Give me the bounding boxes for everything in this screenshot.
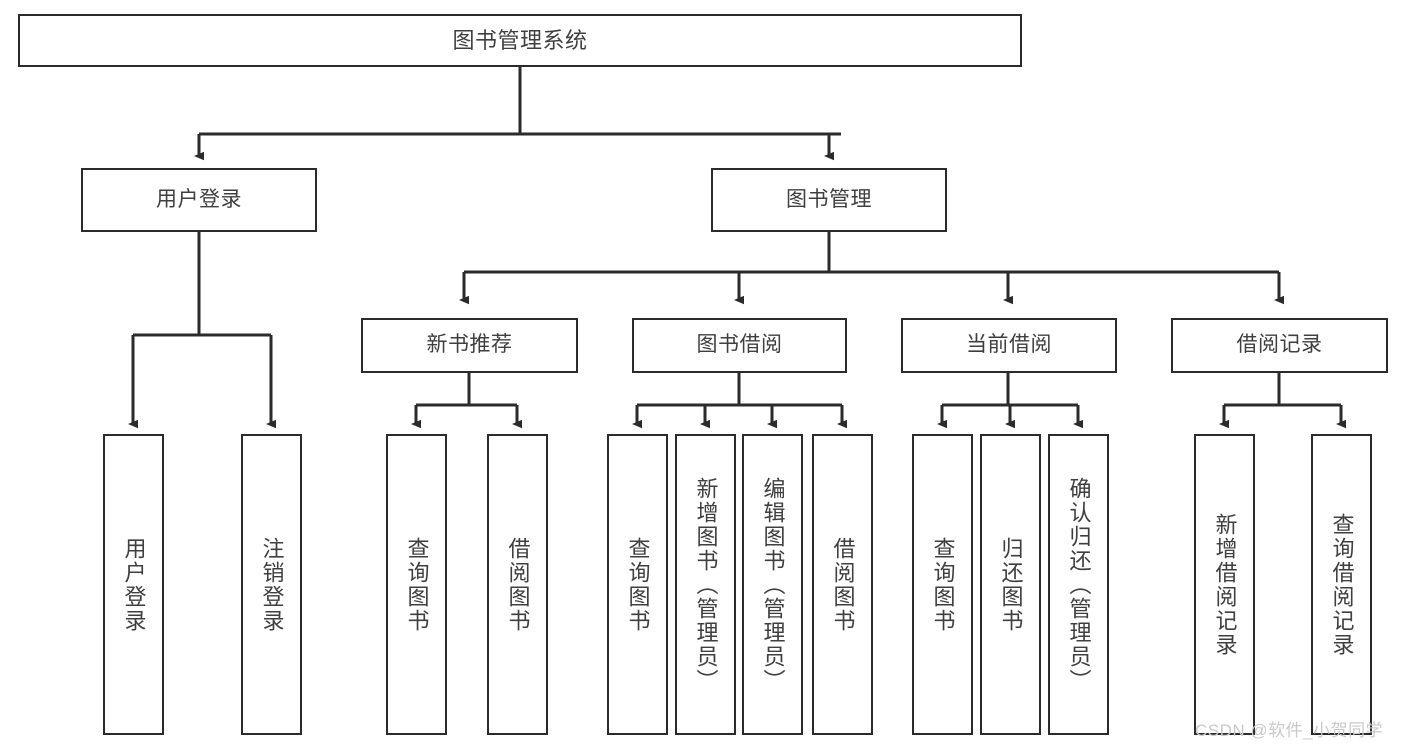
node-book-borrow[interactable]: 图书借阅	[632, 318, 847, 373]
node-label: 查询图书	[930, 536, 956, 633]
node-label: 查询图书	[625, 536, 651, 633]
node-label: 查询图书	[404, 536, 430, 633]
node-label: 图书借阅	[696, 333, 783, 357]
leaf-user-login-logout[interactable]: 注销登录	[241, 434, 302, 735]
node-user-login[interactable]: 用户登录	[81, 168, 317, 232]
leaf-record-add-record[interactable]: 新增借阅记录	[1194, 434, 1255, 735]
leaf-current-confirm-return-admin[interactable]: 确认归还（管理员）	[1048, 434, 1109, 735]
node-current-borrow[interactable]: 当前借阅	[901, 318, 1117, 373]
node-label: 用户登录	[156, 187, 242, 211]
node-label: 归还图书	[998, 536, 1024, 633]
node-label: 当前借阅	[966, 333, 1052, 357]
node-label: 图书管理	[786, 187, 872, 211]
leaf-borrow-edit-book-admin[interactable]: 编辑图书（管理员）	[742, 434, 803, 735]
leaf-recommend-borrow-book[interactable]: 借阅图书	[487, 434, 548, 735]
node-label: 注销登录	[259, 536, 285, 633]
leaf-borrow-query-book[interactable]: 查询图书	[607, 434, 668, 735]
leaf-record-query-record[interactable]: 查询借阅记录	[1311, 434, 1372, 735]
node-label: 借阅图书	[505, 536, 531, 633]
node-root-system[interactable]: 图书管理系统	[18, 14, 1022, 67]
node-label: 编辑图书（管理员）	[760, 476, 786, 693]
node-label: 新增借阅记录	[1212, 512, 1238, 657]
node-new-book-recommend[interactable]: 新书推荐	[361, 318, 578, 373]
node-label: 用户登录	[121, 536, 147, 633]
leaf-user-login-login[interactable]: 用户登录	[103, 434, 164, 735]
node-label: 借阅记录	[1236, 333, 1323, 357]
leaf-recommend-query-book[interactable]: 查询图书	[386, 434, 447, 735]
node-label: 图书管理系统	[452, 27, 588, 53]
node-borrow-record[interactable]: 借阅记录	[1171, 318, 1388, 373]
leaf-current-return-book[interactable]: 归还图书	[980, 434, 1041, 735]
leaf-borrow-borrow-book[interactable]: 借阅图书	[812, 434, 873, 735]
node-book-management[interactable]: 图书管理	[711, 168, 947, 232]
node-label: 查询借阅记录	[1329, 512, 1355, 657]
node-label: 新书推荐	[426, 333, 513, 357]
node-label: 借阅图书	[830, 536, 856, 633]
watermark: CSDN @软件_小贺同学	[1195, 721, 1384, 740]
node-label: 新增图书（管理员）	[693, 476, 719, 693]
leaf-borrow-add-book-admin[interactable]: 新增图书（管理员）	[675, 434, 736, 735]
node-label: 确认归还（管理员）	[1066, 476, 1092, 693]
leaf-current-query-book[interactable]: 查询图书	[912, 434, 973, 735]
